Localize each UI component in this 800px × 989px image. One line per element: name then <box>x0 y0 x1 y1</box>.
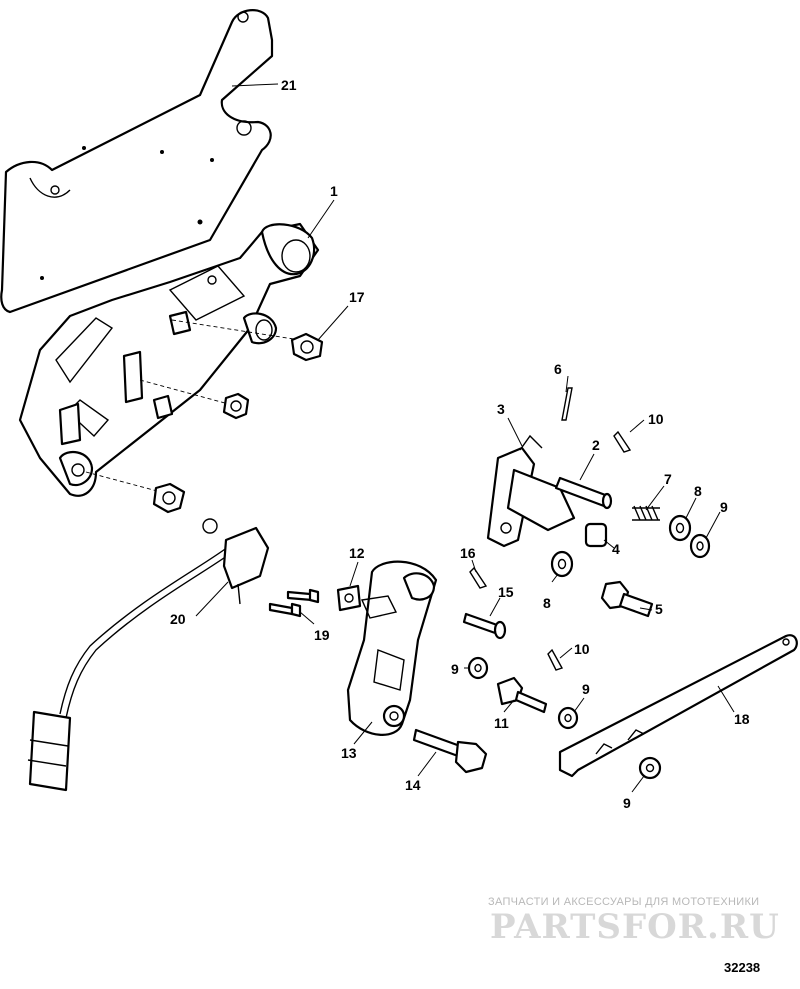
detent-roller <box>584 522 608 548</box>
nut-plate <box>336 584 362 612</box>
callout-18: 18 <box>734 711 750 727</box>
shift-link <box>558 634 798 778</box>
bolt-17b <box>222 392 250 420</box>
callout-8a: 8 <box>694 483 702 499</box>
callout-13: 13 <box>341 745 357 761</box>
watermark-brand: PARTSFOR.RU <box>490 907 780 947</box>
shoulder-bolt <box>412 728 488 774</box>
callout-20: 20 <box>170 611 186 627</box>
callout-9a: 9 <box>720 499 728 515</box>
callout-3: 3 <box>497 401 505 417</box>
figure-number: 32238 <box>724 960 761 975</box>
cotter-pin-16 <box>469 566 488 589</box>
main-bracket <box>18 222 320 497</box>
bolt-17a <box>290 332 324 362</box>
bolt-17c <box>152 482 186 514</box>
callout-7: 7 <box>664 471 672 487</box>
callout-10a: 10 <box>648 411 664 427</box>
callout-21: 21 <box>281 77 297 93</box>
pivot-pin <box>462 612 507 640</box>
washer-9d <box>638 756 662 780</box>
detent-spring <box>632 505 660 521</box>
leader-lines <box>195 83 735 793</box>
shift-lever <box>346 560 438 736</box>
washer-8b <box>550 550 574 578</box>
screw-19b <box>268 602 302 618</box>
watermark-tagline: ЗАПЧАСТИ И АКСЕССУАРЫ ДЛЯ МОТОТЕХНИКИ <box>488 896 760 908</box>
callout-17: 17 <box>349 289 365 305</box>
callout-9d: 9 <box>623 795 631 811</box>
callout-16: 16 <box>460 545 476 561</box>
washer-9c <box>557 706 579 730</box>
callout-14: 14 <box>405 777 421 793</box>
stud-11 <box>496 676 548 714</box>
callout-11: 11 <box>494 715 509 731</box>
callout-labels: 21 1 17 6 3 10 2 7 8 9 4 12 16 15 5 8 10… <box>170 77 750 811</box>
callout-9b: 9 <box>451 661 459 677</box>
callout-8b: 8 <box>543 595 551 611</box>
callout-15: 15 <box>498 584 514 600</box>
cotter-pin-6 <box>561 387 573 421</box>
callout-6: 6 <box>554 361 562 377</box>
callout-12: 12 <box>349 545 365 561</box>
detent-bracket <box>486 434 576 548</box>
hex-bolt-5 <box>600 580 654 618</box>
callout-19: 19 <box>314 627 330 643</box>
cotter-pin-10a <box>613 430 632 453</box>
detent-shaft <box>554 476 613 510</box>
callout-2: 2 <box>592 437 600 453</box>
mounting-plate <box>0 9 274 314</box>
callout-4: 4 <box>612 541 620 557</box>
cotter-pin-10b <box>547 648 564 671</box>
callout-1: 1 <box>330 183 338 199</box>
callout-9c: 9 <box>582 681 590 697</box>
callout-5: 5 <box>655 601 663 617</box>
washer-9b <box>467 656 489 680</box>
neutral-switch-harness <box>27 518 270 792</box>
washer-8a <box>668 514 692 542</box>
callout-10b: 10 <box>574 641 590 657</box>
screw-19a <box>286 588 320 604</box>
washer-9a <box>689 533 711 559</box>
